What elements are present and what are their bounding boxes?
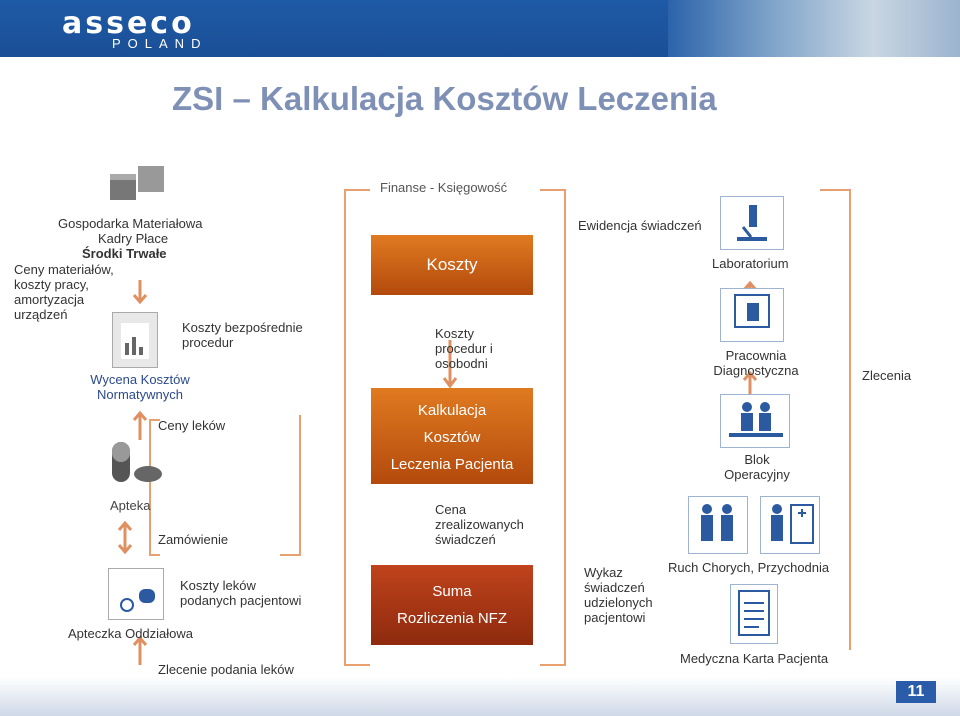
apteka-label: Apteka (110, 498, 151, 513)
label-line: Koszty bezpośrednie (182, 320, 303, 335)
pills-icon (108, 438, 164, 488)
costs-note-line: amortyzacja (14, 292, 85, 307)
sources-list: Gospodarka Materiałowa Kadry Płace Środk… (58, 216, 218, 261)
label-line: świadczeń (584, 580, 645, 595)
label-line: procedur (182, 335, 234, 350)
label-line: osobodni (435, 356, 488, 371)
label-line: zrealizowanych (435, 517, 524, 532)
source-gospodarka: Gospodarka Materiałowa (58, 216, 203, 231)
suma-line: Suma (432, 583, 472, 600)
clinic-door-icon (760, 496, 820, 554)
document-chart-icon (112, 312, 158, 368)
label-line: udzielonych (584, 595, 653, 610)
xray-icon (720, 288, 784, 342)
label-line: Koszty (435, 326, 475, 341)
asseco-logo: asseco (62, 6, 195, 41)
surgeons-icon (720, 394, 790, 448)
costs-note-line: urządzeń (14, 307, 68, 322)
wycena-label: Wycena Kosztów Normatywnych (80, 372, 200, 402)
label-line: Koszty leków (180, 578, 256, 593)
label-line: Normatywnych (97, 387, 183, 402)
medical-record-icon (730, 584, 778, 644)
suma-box: Suma Rozliczenia NFZ (371, 565, 533, 645)
kalkulacja-box: Kalkulacja Kosztów Leczenia Pacjenta (371, 388, 533, 484)
pracownia-label: Pracownia Diagnostyczna (706, 348, 806, 378)
koszty-lekow-label: Koszty leków podanych pacjentowi (180, 578, 320, 608)
label-line: procedur i (435, 341, 493, 356)
label-line: Wycena Kosztów (90, 372, 190, 387)
costs-note-line: koszty pracy, (14, 277, 89, 292)
apteczka-label: Apteczka Oddziałowa (68, 626, 194, 641)
cena-label: Cena zrealizowanych świadczeń (435, 502, 545, 547)
capsule-icon (108, 568, 164, 620)
label-line: Diagnostyczna (713, 363, 799, 378)
blok-label: Blok Operacyjny (712, 452, 802, 482)
label-line: Pracownia (725, 348, 787, 363)
footer-bar (0, 677, 960, 716)
suma-line: Rozliczenia NFZ (396, 610, 508, 627)
zamowienie-label: Zamówienie (158, 532, 229, 547)
ewidencja-label: Ewidencja świadczeń (578, 218, 702, 233)
ceny-lekow-label: Ceny leków (158, 418, 226, 433)
zlecenia-label: Zlecenia (862, 368, 912, 383)
koszty-procedur-label: Koszty procedur i osobodni (435, 326, 545, 371)
page-number: 11 (896, 681, 936, 703)
people-icon (688, 496, 748, 554)
label-line: pacjentowi (584, 610, 646, 625)
label-line: Cena (435, 502, 467, 517)
label-line: podanych pacjentowi (180, 593, 302, 608)
label-line: Wykaz (584, 565, 623, 580)
header-photo (668, 0, 960, 57)
kalkulacja-line: Kalkulacja (417, 402, 487, 419)
kalkulacja-line: Kosztów (423, 429, 481, 446)
source-kadry: Kadry Płace (98, 231, 169, 246)
boxes-icon (108, 150, 166, 210)
koszty-bezposrednie-label: Koszty bezpośrednie procedur (182, 320, 322, 350)
koszty-box: Koszty (371, 235, 533, 295)
source-srodki: Środki Trwałe (82, 246, 167, 261)
wykaz-label: Wykaz świadczeń udzielonych pacjentowi (584, 565, 674, 625)
costs-note: Ceny materiałów, koszty pracy, amortyzac… (14, 262, 134, 322)
label-line: świadczeń (435, 532, 496, 547)
kalkulacja-line: Leczenia Pacjenta (390, 456, 514, 473)
microscope-icon (720, 196, 784, 250)
finanse-label: Finanse - Księgowość (380, 180, 508, 195)
costs-note-line: Ceny materiałów, (14, 262, 114, 277)
label-line: Blok (744, 452, 770, 467)
laboratorium-label: Laboratorium (712, 256, 789, 271)
ruch-chorych-label: Ruch Chorych, Przychodnia (668, 560, 830, 575)
karta-label: Medyczna Karta Pacjenta (680, 651, 829, 666)
label-line: Operacyjny (724, 467, 790, 482)
logo-subtitle: POLAND (112, 36, 208, 51)
slide-title: ZSI – Kalkulacja Kosztów Leczenia (172, 80, 717, 117)
zlecenie-label: Zlecenie podania leków (158, 662, 294, 677)
